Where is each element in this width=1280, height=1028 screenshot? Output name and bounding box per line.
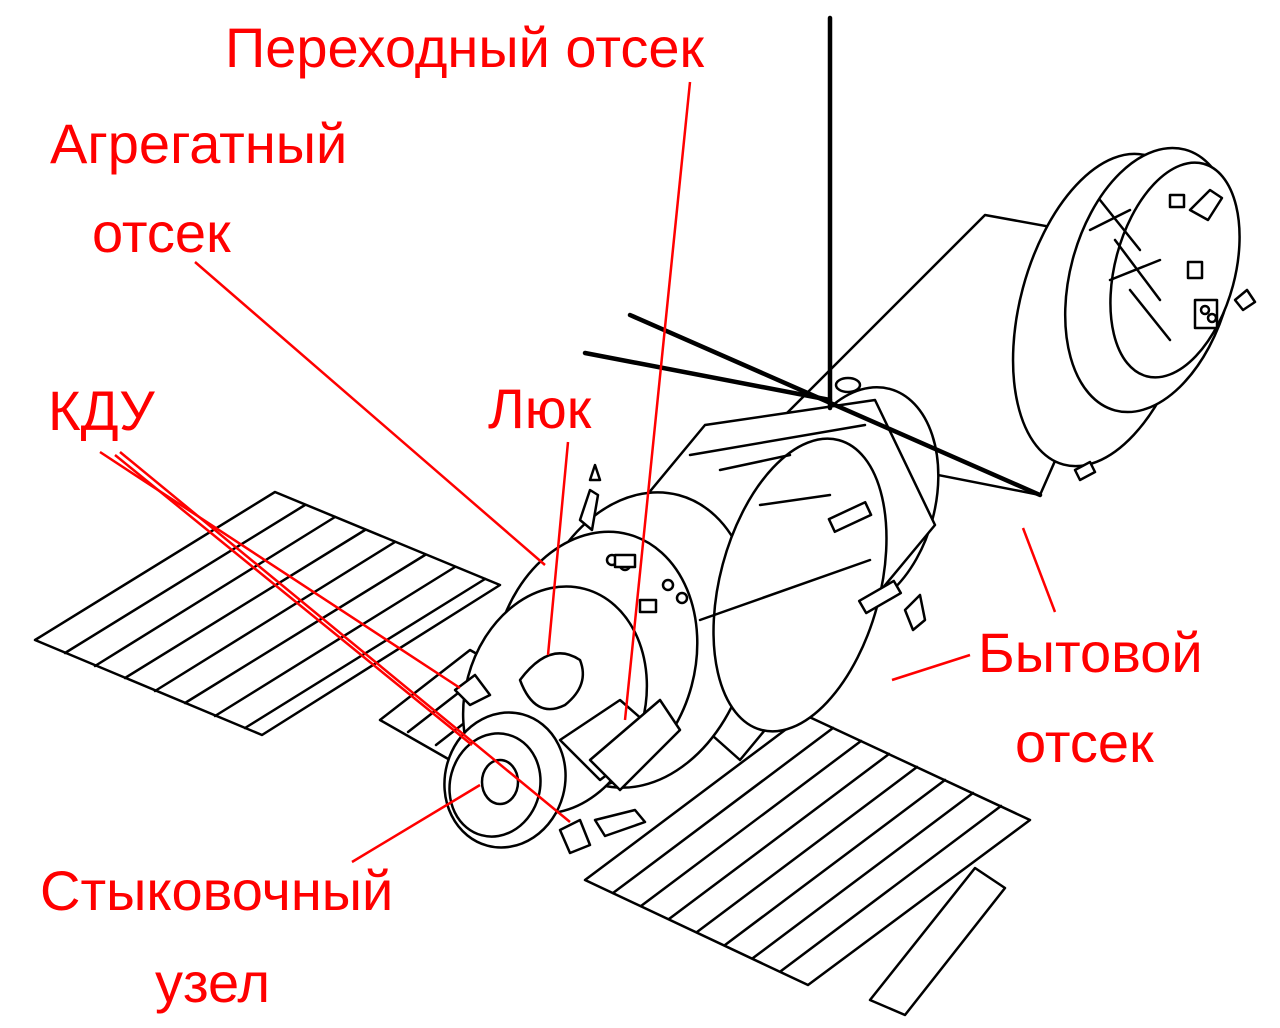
label-aggregate-compartment-line2: отсек [92, 201, 231, 264]
right-solar-panel [583, 713, 1032, 1017]
label-docking-unit-line1: Стыковочный [40, 859, 393, 922]
label-habitation-compartment-line2: отсек [1015, 711, 1154, 774]
label-aggregate-compartment-line1: Агрегатный [50, 112, 347, 175]
antennas [582, 15, 1043, 498]
leader-transfer-compartment [623, 81, 692, 721]
label-transfer-compartment: Переходный отсек [225, 16, 705, 79]
leader-docking-unit [351, 783, 481, 864]
leader-hatch [546, 441, 570, 656]
label-kdu: КДУ [48, 379, 155, 442]
leader-habitation-2 [1021, 527, 1057, 613]
spacecraft-drawing [33, 15, 1257, 1017]
leader-kdu-2 [119, 451, 571, 823]
labels: Переходный отсек Агрегатный отсек КДУ Лю… [40, 16, 1203, 1014]
label-habitation-compartment-line1: Бытовой [978, 621, 1203, 684]
kdu-nozzles [453, 673, 647, 855]
label-hatch: Люк [488, 377, 592, 440]
leader-habitation-1 [891, 653, 971, 682]
leader-kdu-3 [114, 454, 473, 746]
leader-aggregate-compartment [194, 261, 546, 566]
label-docking-unit-line2: узел [155, 951, 270, 1014]
docking-unit-shape [443, 711, 567, 849]
leader-lines [99, 81, 1057, 864]
